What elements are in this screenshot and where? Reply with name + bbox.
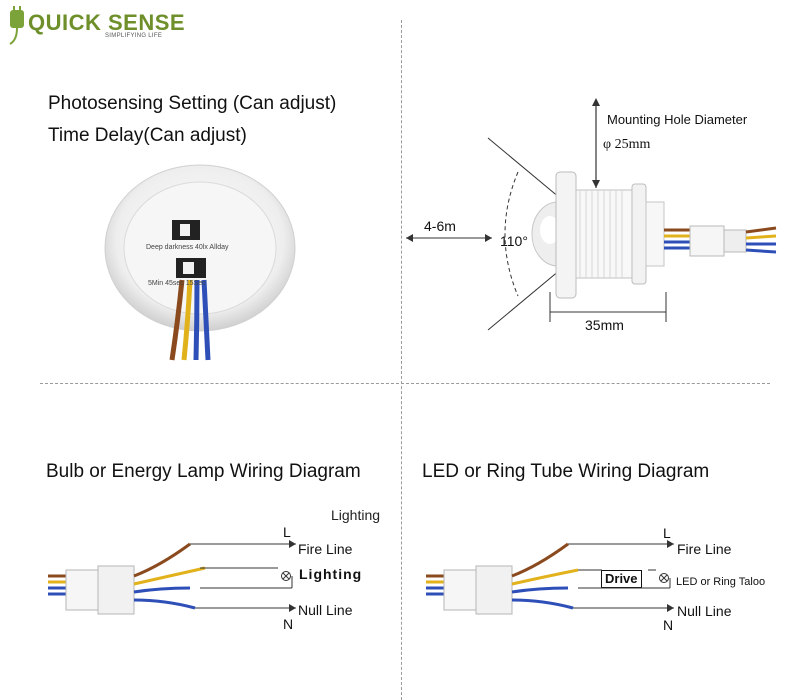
bulb-lighting-label: Lighting [299,566,363,582]
led-l-label: L [663,525,671,541]
angle-label: 110° [500,233,528,249]
time-delay-title: Time Delay(Can adjust) [48,125,247,146]
length-label: 35mm [585,317,624,333]
bulb-wiring-diagram [48,540,296,615]
knob-bottom-label: 5Min 45sec 15Sec [148,280,206,287]
mount-hole-title: Mounting Hole Diameter [607,112,748,127]
range-label: 4-6m [424,218,456,234]
bulb-fire-line-label: Fire Line [298,541,353,557]
plug-logo-icon [9,6,24,45]
led-fire-line-label: Fire Line [677,541,732,557]
led-wiring-diagram [426,540,674,615]
led-n-label: N [663,617,674,633]
led-null-line-label: Null Line [677,603,732,619]
sensor-side-illustration [406,98,777,331]
mount-hole-value: φ 25mm [603,137,651,152]
led-load-label: LED or Ring Taloo [676,576,766,588]
drive-box: Drive [601,570,642,588]
vertical-divider [401,20,402,700]
brand-name: QUICK SENSE [28,10,186,35]
bulb-null-line-label: Null Line [298,602,353,618]
sensor-back-illustration [104,164,296,361]
bulb-lighting-top: Lighting [331,507,381,523]
photosensing-title: Photosensing Setting (Can adjust) [48,93,337,114]
knob-top-label: Deep darkness 40lx Allday [146,244,229,251]
led-wiring-title: LED or Ring Tube Wiring Diagram [422,461,710,482]
bulb-l-label: L [283,524,291,540]
bulb-n-label: N [283,616,294,632]
bulb-wiring-title: Bulb or Energy Lamp Wiring Diagram [46,461,361,482]
horizontal-divider [40,383,770,384]
brand-tagline: SIMPLIFYING LIFE [105,33,163,39]
